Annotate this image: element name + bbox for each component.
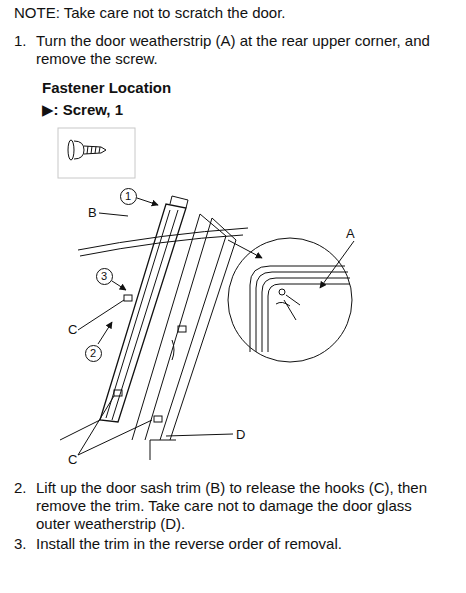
- part-letter: C: [68, 452, 77, 467]
- step-number: 1.: [14, 32, 27, 50]
- part-letter: C: [68, 322, 77, 337]
- door-sash: [60, 196, 248, 460]
- leader-lines: [78, 198, 354, 455]
- step-text: Install the trim in the reverse order of…: [36, 535, 438, 553]
- callout-number: 1: [125, 190, 131, 202]
- callout-circle: 3: [96, 268, 113, 285]
- callout-number: 2: [90, 347, 96, 359]
- callout-number: 3: [101, 270, 107, 282]
- callout-circle: 2: [85, 345, 102, 362]
- step-text: Lift up the door sash trim (B) to releas…: [36, 479, 438, 533]
- section-heading: Fastener Location: [42, 79, 171, 97]
- step-number: 3.: [14, 535, 27, 553]
- step-number: 2.: [14, 479, 27, 497]
- detail-inset: [228, 238, 352, 362]
- note-text: NOTE: Take care not to scratch the door.: [14, 4, 286, 22]
- callout-circle: 1: [120, 188, 137, 205]
- part-letter: D: [236, 427, 245, 442]
- part-letter: A: [346, 226, 355, 241]
- fastener-key: ▶: Screw, 1: [42, 101, 123, 119]
- screw-icon: [58, 128, 135, 178]
- step-text: Turn the door weatherstrip (A) at the re…: [36, 32, 438, 68]
- part-letter: B: [88, 205, 97, 220]
